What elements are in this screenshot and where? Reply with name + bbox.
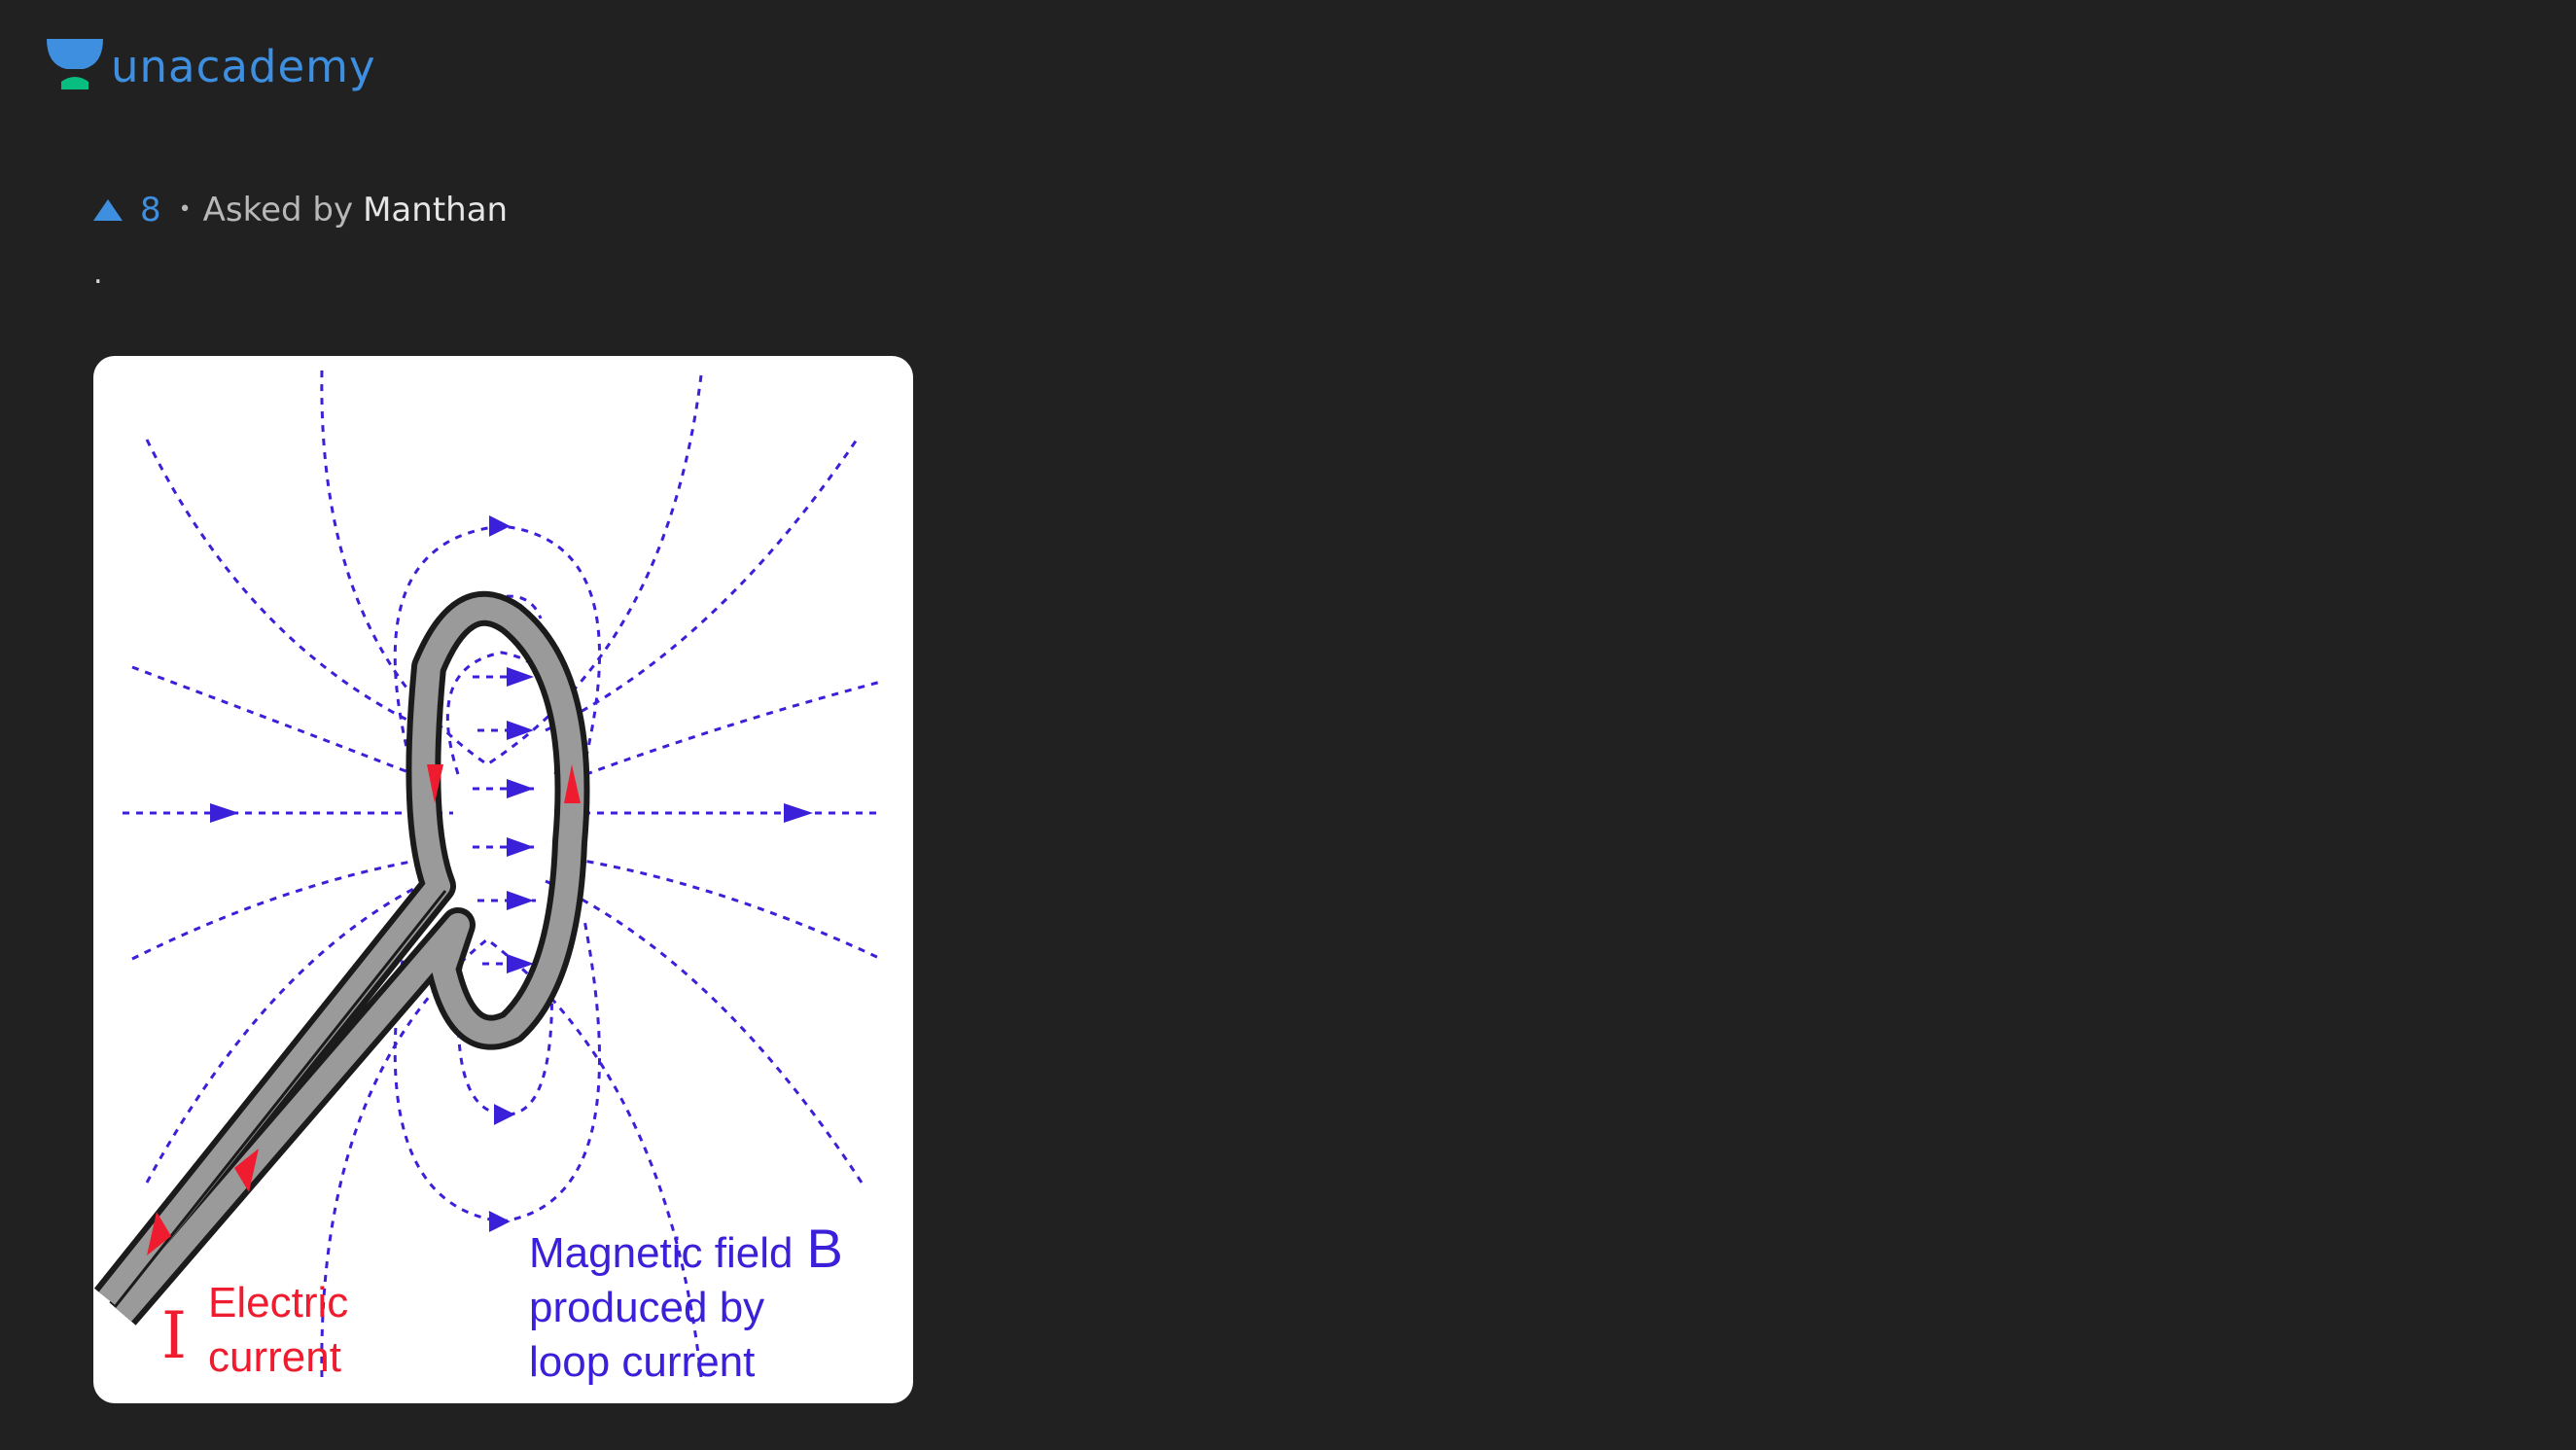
- question-meta: 8 • Asked by Manthan: [93, 191, 508, 230]
- asker-name[interactable]: Manthan: [363, 191, 509, 230]
- question-body: .: [93, 257, 103, 291]
- field-label-line2: produced by: [529, 1284, 764, 1331]
- logo-text: unacademy: [111, 40, 376, 92]
- meta-separator: •: [178, 197, 192, 222]
- asked-by-label: Asked by: [202, 191, 354, 230]
- question-image[interactable]: I Electric current Magnetic field B produ…: [93, 356, 913, 1403]
- current-symbol: I: [161, 1298, 187, 1373]
- field-label-line1: Magnetic field B: [529, 1218, 843, 1279]
- current-arrows: [147, 764, 581, 1255]
- current-label-line1: Electric: [208, 1279, 348, 1326]
- unacademy-logo-icon: [47, 39, 103, 89]
- field-label-text: Magnetic field: [529, 1229, 793, 1277]
- wire-loop: [93, 591, 590, 1326]
- field-symbol: B: [806, 1218, 842, 1279]
- field-label-line3: loop current: [529, 1338, 755, 1386]
- unacademy-logo[interactable]: unacademy: [45, 39, 376, 93]
- field-lines: [123, 370, 882, 1378]
- upvote-icon[interactable]: [93, 199, 123, 221]
- upvote-count: 8: [140, 191, 161, 230]
- current-label-line2: current: [208, 1333, 341, 1381]
- magnetic-field-diagram: I Electric current Magnetic field B produ…: [93, 370, 882, 1386]
